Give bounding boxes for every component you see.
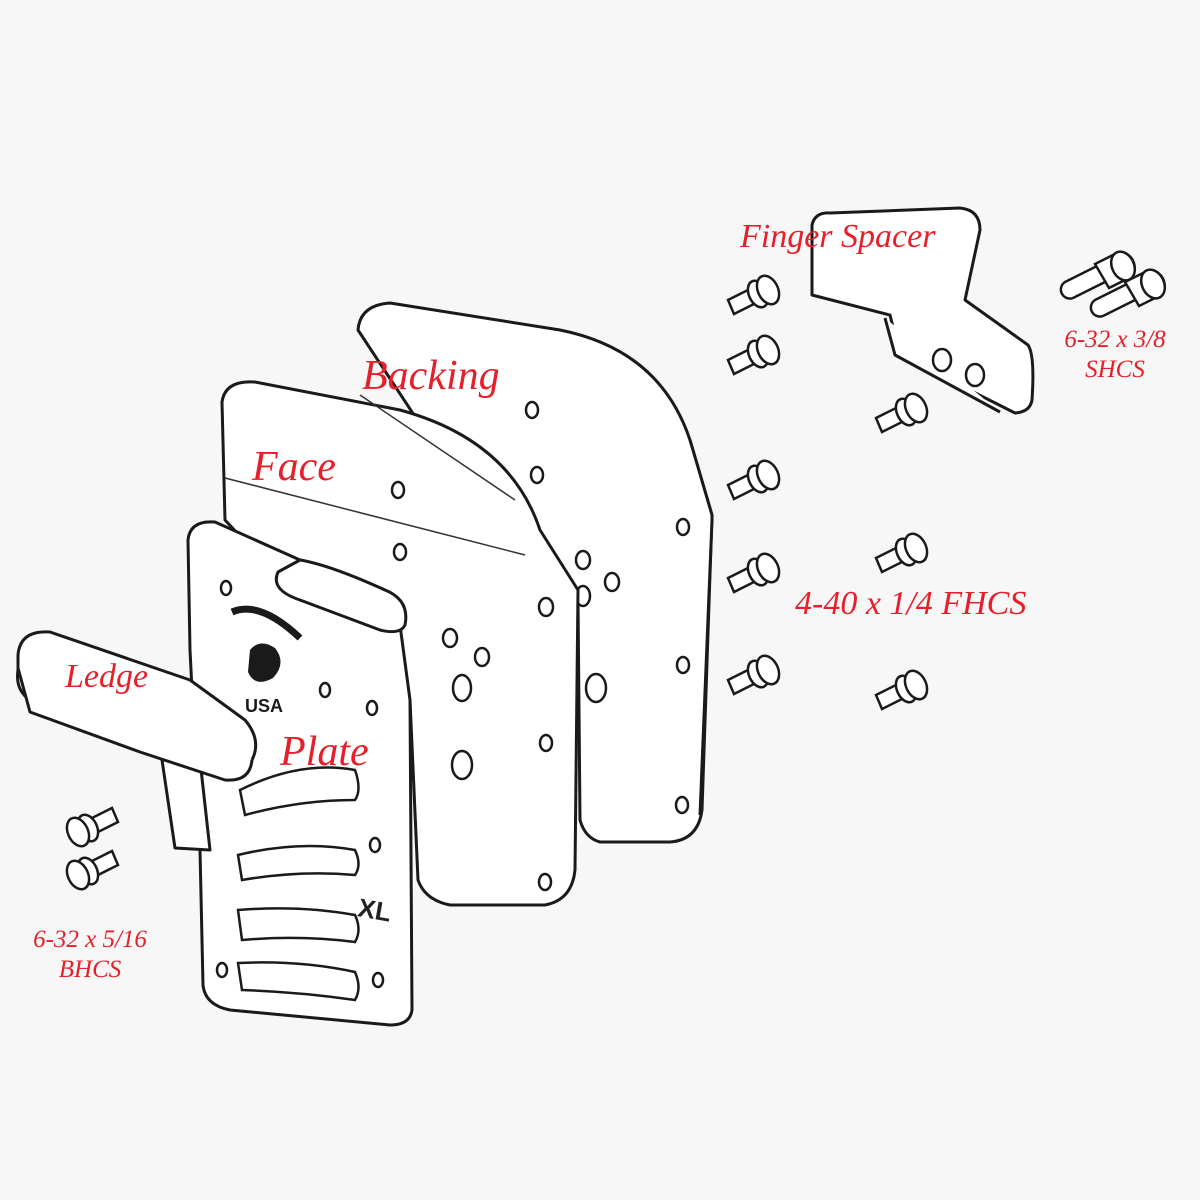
fhcs-screw — [726, 270, 785, 316]
logo-text: USA — [245, 696, 283, 716]
finger-spacer-part — [810, 206, 1035, 415]
shcs-size: 6-32 x 3/8 — [1064, 326, 1166, 353]
bhcs-screw — [61, 849, 120, 895]
ledge-part — [16, 630, 258, 852]
fhcs-screw — [874, 665, 933, 711]
label-backing: Backing — [362, 353, 500, 399]
fhcs-screw — [874, 388, 933, 434]
fhcs-screw — [726, 330, 785, 376]
label-plate: Plate — [280, 729, 369, 775]
plate-size-marking: XL — [355, 892, 394, 928]
bhcs-screws — [61, 806, 120, 895]
label-bhcs: 6-32 x 5/16 BHCS — [20, 925, 160, 985]
label-fhcs: 4-40 x 1/4 FHCS — [795, 585, 1027, 622]
plate-part: USA — [186, 520, 414, 1027]
fhcs-screw — [726, 650, 785, 696]
label-face: Face — [252, 444, 336, 490]
fhcs-screw — [726, 455, 785, 501]
label-shcs: 6-32 x 3/8 SHCS — [1045, 325, 1185, 385]
label-finger-spacer: Finger Spacer — [740, 218, 936, 255]
label-ledge: Ledge — [65, 658, 149, 695]
bhcs-type: BHCS — [58, 956, 122, 983]
fhcs-screw — [726, 548, 785, 594]
shcs-type: SHCS — [1085, 356, 1145, 383]
logo: USA — [230, 605, 303, 716]
bhcs-screw — [61, 806, 120, 852]
bhcs-size: 6-32 x 5/16 — [33, 926, 147, 953]
fhcs-screw — [874, 528, 933, 574]
shcs-screws — [1059, 246, 1171, 318]
